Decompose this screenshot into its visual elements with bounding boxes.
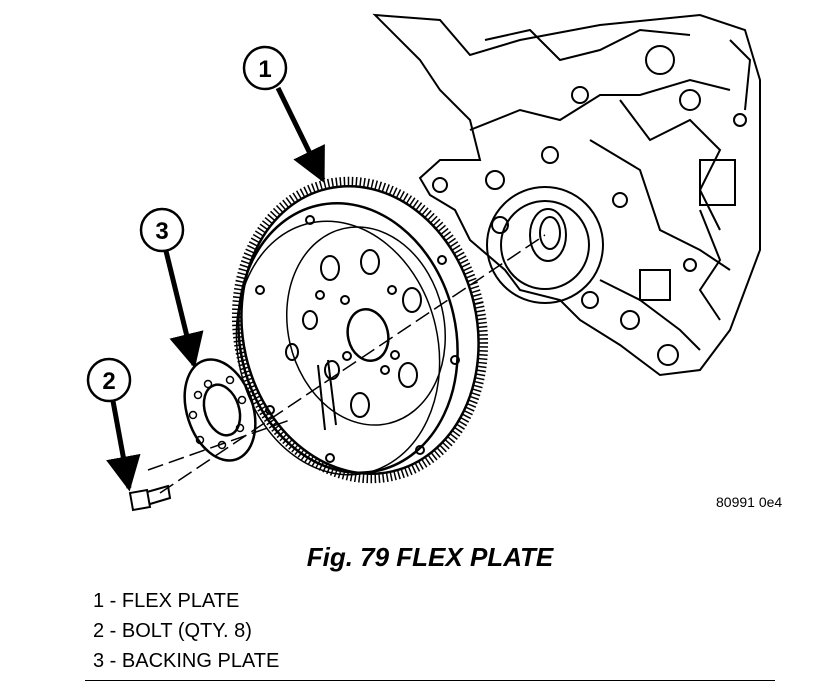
- svg-text:3: 3: [155, 218, 168, 245]
- center-line: [147, 234, 546, 494]
- svg-text:2: 2: [102, 368, 115, 395]
- ring-gear-teeth: [231, 176, 489, 484]
- figure-caption: Fig. 79 FLEX PLATE: [306, 542, 554, 572]
- bottom-divider: [85, 680, 775, 681]
- backing-plate: [183, 358, 257, 462]
- bolt: [128, 484, 172, 512]
- flex-plate: [231, 176, 489, 484]
- callout-2: 2: [86, 357, 141, 492]
- legend-item-flex-plate: 1 - FLEX PLATE: [93, 590, 240, 612]
- legend-list: 1 - FLEX PLATE 2 - BOLT (QTY. 8) 3 - BAC…: [93, 586, 279, 676]
- legend-item-backing-plate: 3 - BACKING PLATE: [93, 650, 280, 672]
- flex-plate-illustration: 1 3 2: [86, 13, 761, 512]
- legend-item-bolt: 2 - BOLT (QTY. 8): [93, 620, 252, 642]
- engine-block: [372, 13, 761, 377]
- callout-3: 3: [139, 207, 204, 369]
- figure-id: 80991 0e4: [716, 494, 783, 510]
- callout-1: 1: [242, 45, 326, 184]
- svg-text:1: 1: [258, 56, 271, 83]
